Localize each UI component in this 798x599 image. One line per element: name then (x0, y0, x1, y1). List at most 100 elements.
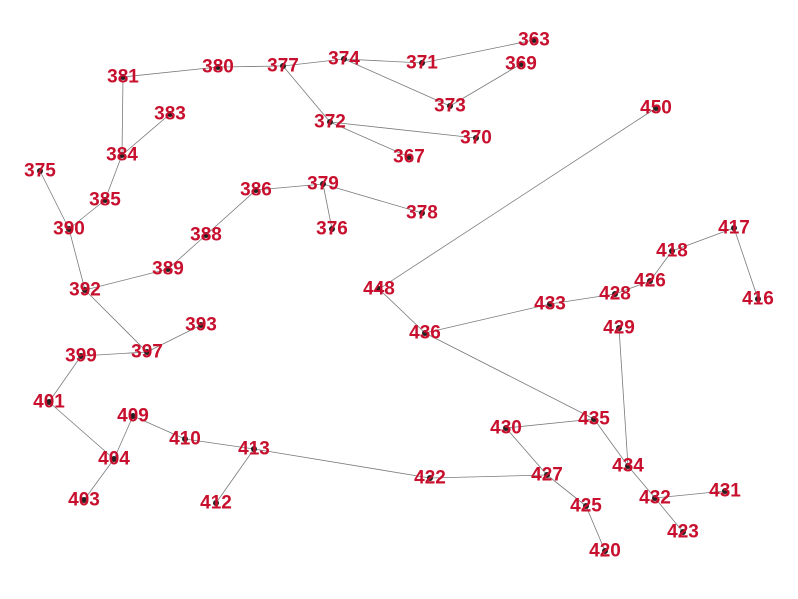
graph-node-420: 420 (589, 541, 621, 562)
edge-436-448 (378, 288, 426, 334)
edge-393-397 (146, 324, 202, 353)
node-label-420: 420 (589, 541, 621, 562)
node-dot-373 (447, 103, 453, 109)
node-label-392: 392 (69, 280, 101, 301)
node-dot-381 (120, 74, 126, 80)
graph-node-430: 430 (490, 418, 522, 439)
edge-409-410 (132, 415, 186, 440)
node-label-373: 373 (434, 96, 466, 117)
node-dot-390 (66, 226, 72, 232)
node-label-417: 417 (718, 218, 750, 239)
edge-375-390 (39, 170, 70, 230)
node-label-383: 383 (154, 104, 186, 125)
edge-433-428 (549, 293, 616, 305)
node-dot-389 (165, 266, 171, 272)
node-label-410: 410 (169, 429, 201, 450)
node-dot-401 (46, 399, 52, 405)
node-label-432: 432 (639, 488, 671, 509)
node-layer: 3633693713743773803813833843733723703674… (24, 30, 774, 562)
node-label-403: 403 (68, 490, 100, 511)
node-dot-375 (37, 168, 43, 174)
graph-node-434: 434 (612, 456, 644, 477)
node-dot-426 (647, 278, 653, 284)
node-label-377: 377 (267, 56, 299, 77)
graph-node-393: 393 (185, 315, 217, 336)
graph-node-409: 409 (117, 406, 149, 427)
node-label-380: 380 (202, 57, 234, 78)
node-dot-397 (144, 349, 150, 355)
edge-401-404 (48, 401, 115, 460)
graph-node-427: 427 (531, 465, 563, 486)
node-dot-371 (419, 60, 425, 66)
graph-node-397: 397 (131, 342, 163, 363)
graph-node-372: 372 (314, 112, 346, 133)
edge-377-372 (282, 65, 331, 123)
graph-node-428: 428 (599, 284, 631, 305)
node-label-435: 435 (578, 409, 610, 430)
node-dot-420 (602, 548, 608, 554)
edge-410-413 (184, 438, 255, 450)
graph-node-377: 377 (267, 56, 299, 77)
edge-372-367 (329, 121, 410, 158)
node-label-413: 413 (238, 439, 270, 460)
node-label-450: 450 (640, 98, 672, 119)
edge-418-417 (671, 227, 735, 252)
node-label-425: 425 (570, 496, 602, 517)
edge-388-389 (167, 234, 207, 270)
node-dot-433 (547, 301, 553, 307)
edge-429-434 (618, 327, 629, 467)
node-label-378: 378 (406, 203, 438, 224)
node-dot-379 (320, 181, 326, 187)
node-dot-384 (119, 152, 125, 158)
node-dot-427 (544, 472, 550, 478)
node-dot-404 (111, 456, 117, 462)
node-label-409: 409 (117, 406, 149, 427)
edge-374-377 (282, 58, 345, 67)
node-label-427: 427 (531, 465, 563, 486)
edge-428-426 (614, 280, 651, 295)
node-label-418: 418 (656, 241, 688, 262)
node-dot-403 (81, 497, 87, 503)
graph-node-418: 418 (656, 241, 688, 262)
graph-node-380: 380 (202, 57, 234, 78)
node-label-393: 393 (185, 315, 217, 336)
edge-385-390 (68, 199, 106, 230)
edge-383-384 (121, 113, 171, 156)
graph-node-392: 392 (69, 280, 101, 301)
node-dot-378 (419, 210, 425, 216)
graph-node-404: 404 (98, 449, 130, 470)
node-label-422: 422 (414, 468, 446, 489)
edge-404-409 (113, 415, 134, 460)
node-label-385: 385 (89, 190, 121, 211)
node-dot-372 (327, 119, 333, 125)
graph-node-385: 385 (89, 190, 121, 211)
graph-node-374: 374 (328, 49, 360, 70)
node-dot-416 (755, 296, 761, 302)
node-dot-418 (669, 248, 675, 254)
node-label-448: 448 (363, 279, 395, 300)
graph-node-435: 435 (578, 409, 610, 430)
edge-448-450 (378, 107, 657, 290)
node-label-429: 429 (603, 318, 635, 339)
edge-436-433 (424, 303, 551, 334)
node-dot-410 (182, 436, 188, 442)
node-label-428: 428 (599, 284, 631, 305)
edge-386-388 (205, 189, 257, 236)
edge-384-385 (104, 154, 123, 201)
edge-377-380 (217, 65, 284, 68)
edge-371-374 (343, 58, 423, 64)
node-dot-388 (203, 232, 209, 238)
node-dot-436 (422, 330, 428, 336)
node-dot-430 (503, 425, 509, 431)
node-dot-409 (130, 413, 136, 419)
graph-node-423: 423 (667, 522, 699, 543)
node-dot-363 (531, 37, 537, 43)
node-label-397: 397 (131, 342, 163, 363)
edge-435-434 (593, 418, 629, 467)
node-dot-435 (591, 416, 597, 422)
edge-426-418 (649, 250, 673, 282)
node-dot-386 (253, 187, 259, 193)
node-label-363: 363 (518, 30, 550, 51)
edge-432-431 (654, 490, 726, 499)
edge-413-422 (253, 448, 431, 479)
